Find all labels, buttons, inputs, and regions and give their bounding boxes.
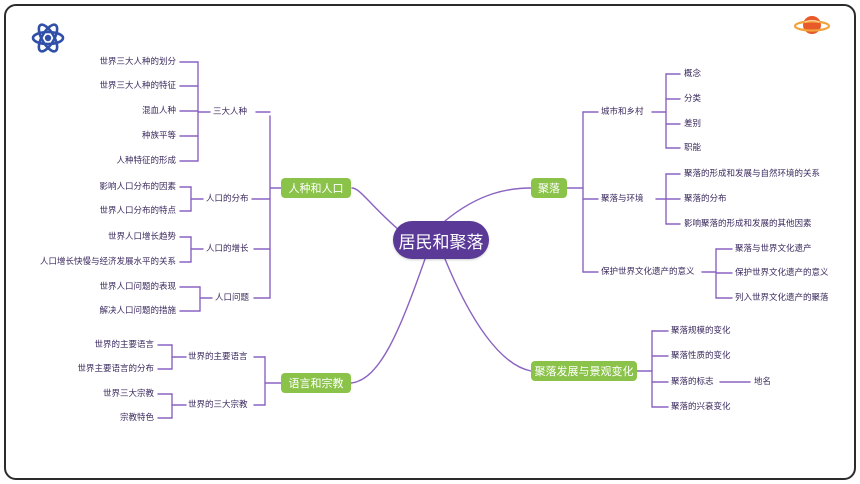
sub-three-religions[interactable]: 世界的三大宗教	[188, 400, 248, 410]
leaf-node[interactable]: 世界三大宗教	[102, 389, 154, 399]
sub-main-languages[interactable]: 世界的主要语言	[188, 352, 248, 362]
sub-heritage-significance[interactable]: 保护世界文化遗产的意义	[601, 267, 695, 277]
link-root-dev	[444, 258, 532, 372]
leaf-node[interactable]: 世界主要语言的分布	[77, 364, 154, 374]
leaf-node[interactable]: 世界人口问题的表现	[99, 282, 176, 292]
leaf-node[interactable]: 影响人口分布的因素	[99, 182, 176, 192]
leaf-node[interactable]: 聚落与世界文化遗产	[735, 244, 812, 254]
leaf-node[interactable]: 世界三大人种的特征	[99, 81, 176, 91]
leaf-node[interactable]: 聚落的形成和发展与自然环境的关系	[684, 169, 821, 179]
leaf-node[interactable]: 聚落的兴衰变化	[671, 402, 731, 412]
leaf-node[interactable]: 列入世界文化遗产的聚落	[735, 293, 829, 303]
branch-settlement-development[interactable]: 聚落发展与景观变化	[531, 361, 637, 381]
leaf-node-place-name[interactable]: 地名	[754, 377, 772, 387]
planet-icon	[793, 16, 831, 34]
sub-population-distribution[interactable]: 人口的分布	[206, 194, 249, 204]
leaf-node[interactable]: 解决人口问题的措施	[99, 306, 176, 316]
leaf-node[interactable]: 世界人口增长趋势	[107, 232, 176, 242]
sub-population-problem[interactable]: 人口问题	[215, 293, 250, 303]
leaf-node[interactable]: 宗教特色	[119, 413, 154, 423]
leaf-node[interactable]: 聚落的标志	[671, 377, 714, 387]
root-node[interactable]: 居民和聚落	[393, 221, 489, 259]
link-root-race	[351, 187, 401, 232]
leaf-node[interactable]: 聚落规模的变化	[671, 326, 731, 336]
leaf-node[interactable]: 聚落性质的变化	[671, 351, 731, 361]
branch-language-religion[interactable]: 语言和宗教	[281, 373, 351, 393]
sub-three-races[interactable]: 三大人种	[213, 107, 248, 117]
atom-icon	[31, 23, 65, 53]
leaf-node[interactable]: 种族平等	[141, 131, 176, 141]
sub-settlement-environment[interactable]: 聚落与环境	[601, 194, 644, 204]
leaf-node[interactable]: 职能	[684, 143, 702, 153]
branch-race-population[interactable]: 人种和人口	[281, 178, 351, 198]
leaf-node[interactable]: 世界人口分布的特点	[99, 206, 176, 216]
leaf-node[interactable]: 差别	[684, 119, 702, 129]
leaf-node[interactable]: 混血人种	[141, 106, 176, 116]
branch-settlement[interactable]: 聚落	[531, 178, 567, 198]
leaf-node[interactable]: 世界三大人种的划分	[99, 57, 176, 67]
leaf-node[interactable]: 人口增长快慢与经济发展水平的关系	[39, 257, 176, 267]
leaf-node[interactable]: 聚落的分布	[684, 194, 727, 204]
leaf-node[interactable]: 保护世界文化遗产的意义	[735, 268, 829, 278]
link-root-lang	[350, 258, 426, 384]
leaf-node[interactable]: 分类	[684, 94, 702, 104]
sub-population-growth[interactable]: 人口的增长	[206, 244, 249, 254]
leaf-node[interactable]: 人种特征的形成	[116, 156, 176, 166]
leaf-node[interactable]: 影响聚落的形成和发展的其他因素	[684, 219, 812, 229]
link-root-settle	[444, 187, 532, 222]
leaf-node[interactable]: 概念	[684, 69, 702, 79]
sub-city-village[interactable]: 城市和乡村	[601, 107, 644, 117]
leaf-node[interactable]: 世界的主要语言	[94, 340, 154, 350]
